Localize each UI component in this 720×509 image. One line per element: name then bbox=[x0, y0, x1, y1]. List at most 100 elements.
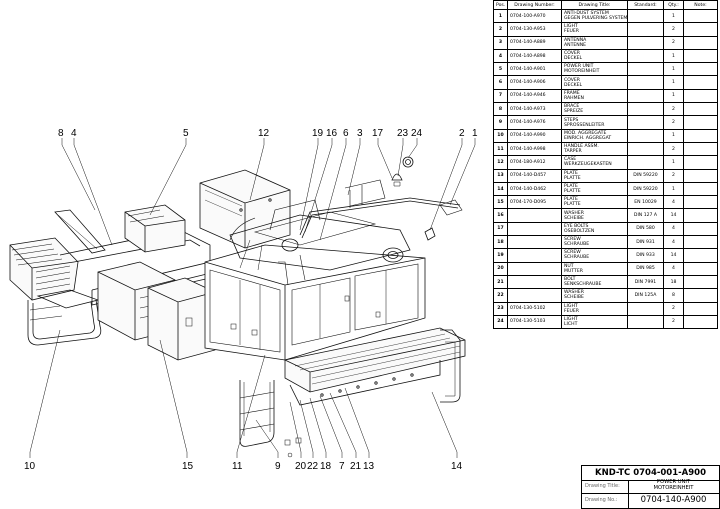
row-drawing-number: 0704-130-5103 bbox=[507, 314, 562, 330]
row-pos: 17 bbox=[493, 221, 508, 237]
side-box-housings bbox=[97, 261, 216, 361]
row-standard: DIN 985 bbox=[627, 261, 664, 276]
row-drawing-number bbox=[507, 248, 562, 263]
row-title-line: PLATE bbox=[564, 170, 578, 176]
row-drawing-title: HANDLE ASSM.TARPER bbox=[561, 141, 628, 157]
header-note: Note: bbox=[683, 0, 718, 10]
row-title-line: DECKEL bbox=[564, 56, 583, 62]
row-title-line: FRAME bbox=[564, 90, 580, 96]
callout-21: 21 bbox=[350, 461, 362, 472]
drawing-number-value: 0704-140-A900 bbox=[640, 495, 707, 505]
callout-leaders-bottom bbox=[29, 329, 458, 458]
row-drawing-number: 0704-180-A912 bbox=[507, 155, 562, 170]
row-pos: 19 bbox=[493, 248, 508, 263]
row-title-line: NUT bbox=[564, 263, 574, 269]
callout-24: 24 bbox=[411, 128, 423, 139]
parts-list-header: Pos. Drawing Number: Drawing Title: Stan… bbox=[493, 0, 718, 10]
row-title-line: GEGEN PULVERING SYSTEM bbox=[564, 16, 628, 22]
row-title-line: WASHER bbox=[564, 290, 584, 296]
callout-8: 8 bbox=[58, 128, 64, 139]
row-title-line: ANTENNA bbox=[564, 37, 587, 43]
row-title-line: FEUER bbox=[564, 308, 580, 314]
callout-15: 15 bbox=[182, 461, 194, 472]
row-note bbox=[683, 181, 718, 197]
row-standard: DIN 7991 bbox=[627, 274, 664, 290]
row-qty: 2 bbox=[663, 314, 684, 330]
row-pos: 18 bbox=[493, 235, 508, 250]
row-standard bbox=[627, 155, 664, 170]
row-qty: 2 bbox=[663, 168, 684, 183]
row-drawing-number: 0704-140-A889 bbox=[507, 35, 562, 50]
row-title-line: WERKZEUGEKASTEN bbox=[564, 162, 612, 168]
drawing-number-label: Drawing No.: bbox=[585, 497, 618, 503]
row-title-line: COVER bbox=[564, 77, 580, 83]
row-standard bbox=[627, 22, 664, 37]
callout-17: 17 bbox=[372, 128, 384, 139]
row-drawing-number: 0704-170-D095 bbox=[507, 195, 562, 210]
drawing-title-label: Drawing Title: bbox=[585, 483, 620, 489]
row-standard bbox=[627, 102, 664, 117]
row-title-line: LIGHT bbox=[564, 24, 578, 30]
row-drawing-number bbox=[507, 274, 562, 290]
header-standard: Standard: bbox=[627, 0, 664, 10]
row-drawing-number bbox=[507, 235, 562, 250]
row-standard: DIN 580 bbox=[627, 221, 664, 237]
callout-2: 2 bbox=[459, 128, 465, 139]
row-pos: 2 bbox=[493, 22, 508, 37]
callout-23: 23 bbox=[397, 128, 409, 139]
callout-5: 5 bbox=[183, 128, 189, 139]
row-drawing-number: 0704-140-A973 bbox=[507, 102, 562, 117]
row-standard bbox=[627, 128, 664, 143]
row-pos: 11 bbox=[493, 141, 508, 157]
row-note bbox=[683, 248, 718, 263]
callout-20: 20 bbox=[295, 461, 307, 472]
row-pos: 22 bbox=[493, 288, 508, 303]
row-title-line: DECKEL bbox=[564, 82, 583, 88]
row-title-line: SPREIZE bbox=[564, 109, 584, 115]
drawing-title-value: POWER UNIT MOTOREINHEIT bbox=[630, 479, 717, 491]
row-title-line: MUTTER bbox=[564, 268, 583, 274]
callout-13: 13 bbox=[363, 461, 375, 472]
row-drawing-number: 0704-140-A998 bbox=[507, 141, 562, 157]
row-qty: 2 bbox=[663, 141, 684, 157]
row-drawing-number bbox=[507, 208, 562, 223]
callout-10: 10 bbox=[24, 461, 36, 472]
title-block: KND-TC 0704-001-A900 Drawing Title: POWE… bbox=[581, 465, 720, 509]
left-front-box bbox=[9, 237, 79, 301]
row-title-line: ANTI-DUST SYSTEM bbox=[564, 11, 609, 17]
row-standard bbox=[627, 88, 664, 104]
row-pos: 1 bbox=[493, 8, 508, 24]
row-title-line: MOTOREINHEIT bbox=[564, 69, 600, 75]
row-drawing-number: 0704-130-A953 bbox=[507, 22, 562, 37]
callout-11: 11 bbox=[232, 461, 243, 472]
row-pos: 20 bbox=[493, 261, 508, 276]
row-note bbox=[683, 208, 718, 223]
row-title-line: LIGHT bbox=[564, 316, 578, 322]
rear-platform bbox=[284, 327, 466, 406]
row-standard bbox=[627, 8, 664, 24]
callouts-bottom: 10 15 11 9 20 22 18 7 21 13 14 bbox=[24, 461, 463, 472]
row-drawing-number: 0704-140-A946 bbox=[507, 88, 562, 104]
callout-leaders-top bbox=[61, 138, 476, 246]
row-pos: 21 bbox=[493, 274, 508, 290]
row-note bbox=[683, 235, 718, 250]
power-unit-housing bbox=[204, 244, 426, 361]
row-note bbox=[683, 75, 718, 90]
row-drawing-number bbox=[507, 261, 562, 276]
